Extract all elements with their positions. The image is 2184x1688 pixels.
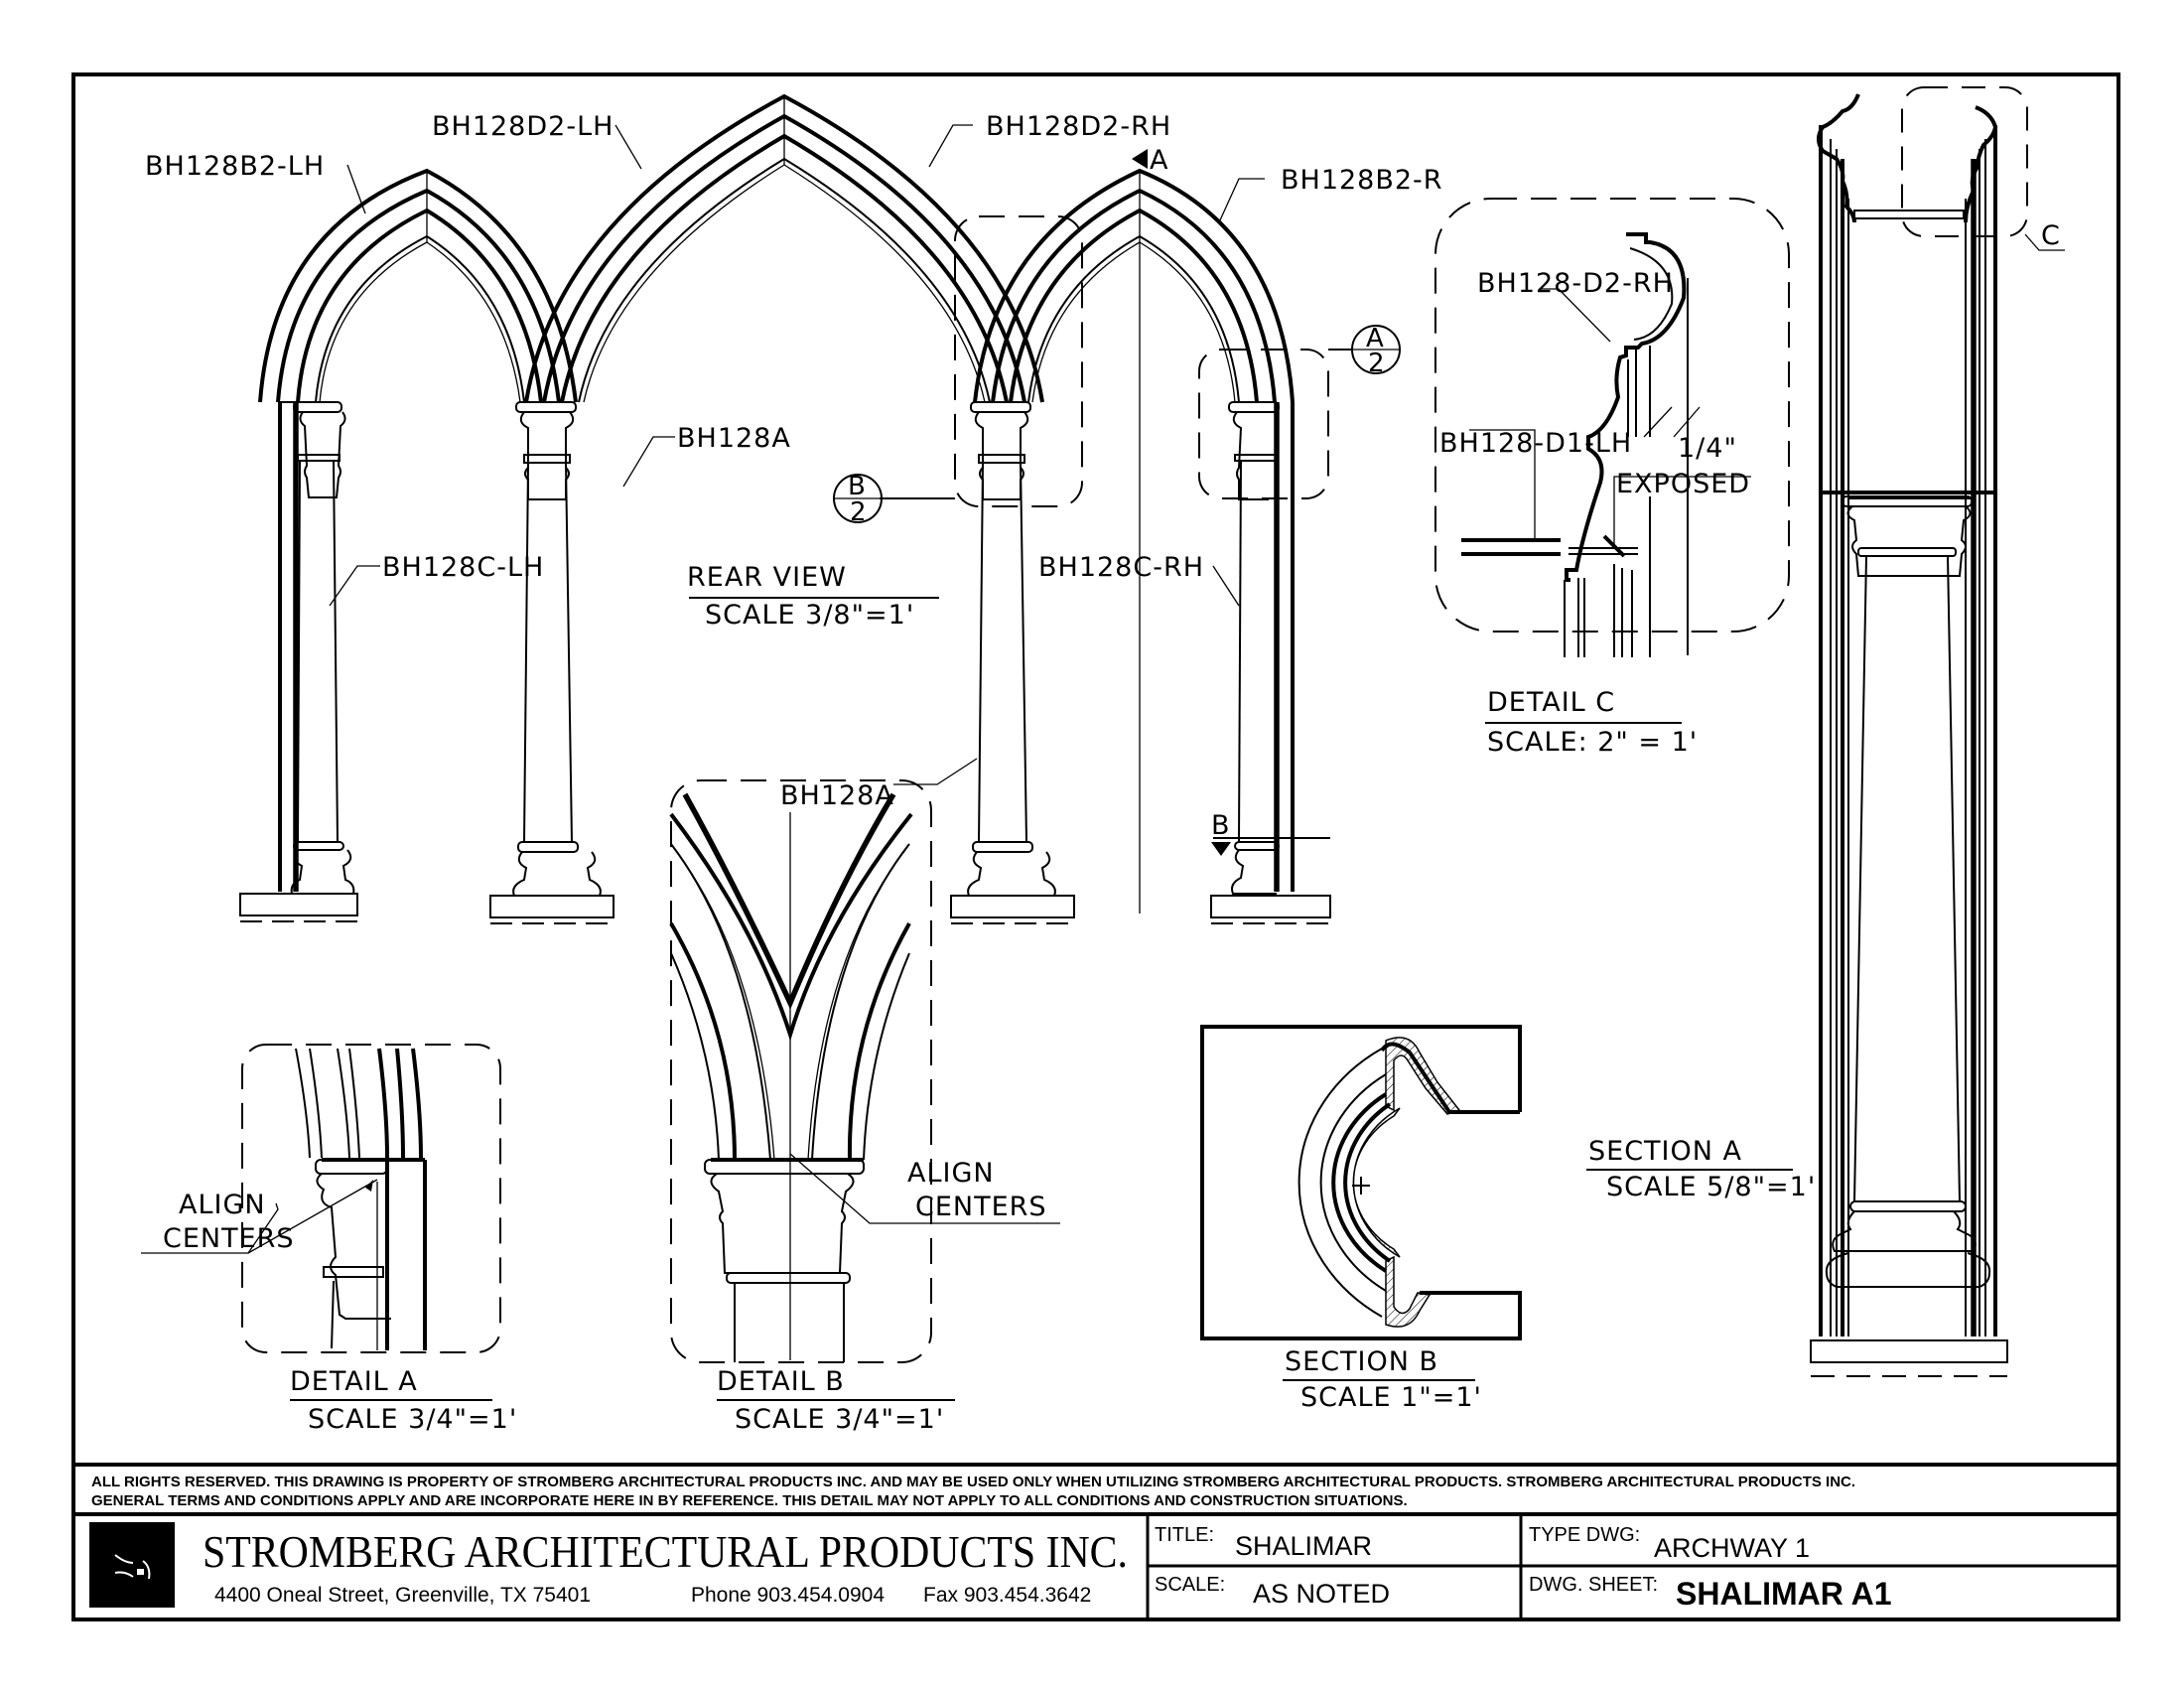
title-value: SHALIMAR [1235, 1531, 1372, 1561]
detail-c: BH128-D2-RH BH128-D1-LH 1/4" EXPOSED DET… [1434, 198, 1790, 758]
rear-view-scale: SCALE 3/8"=1' [705, 600, 914, 631]
callout-a2[interactable]: A 2 [1328, 324, 1401, 378]
stromberg-logo-icon [89, 1522, 175, 1608]
callout-b2-sheet: 2 [850, 497, 867, 527]
type-dwg-label: TYPE DWG: [1529, 1524, 1640, 1546]
section-a-scale: SCALE 5/8"=1' [1606, 1172, 1816, 1202]
section-a-title: SECTION A [1588, 1136, 1742, 1167]
leader-bh128c-lh [329, 565, 380, 607]
leader-bh128c-rh [1212, 565, 1240, 607]
rear-view-title: REAR VIEW [687, 562, 847, 593]
label-bh128c-lh: BH128C-LH [382, 552, 544, 583]
label-bh128d2-rh: BH128D2-RH [986, 111, 1171, 142]
right-jamb [1274, 402, 1295, 892]
label-bh128b2-r: BH128B2-R [1281, 165, 1443, 196]
detail-b-scale: SCALE 3/4"=1' [735, 1404, 944, 1435]
leader-bh128b2-lh [346, 164, 366, 214]
detail-b-note-line2: CENTERS [915, 1192, 1047, 1222]
company-address: 4400 Oneal Street, Greenville, TX 75401 [214, 1584, 591, 1607]
leader-bh128a-bottom [893, 758, 978, 785]
column-1 [239, 401, 358, 922]
detail-a-note-line2: CENTERS [163, 1223, 295, 1254]
column-3 [950, 401, 1075, 924]
detail-c-exposed-note: EXPOSED [1616, 469, 1750, 499]
callout-b2[interactable]: B 2 [833, 472, 955, 527]
detail-b: ALIGN CENTERS BH128A DETAIL B SCALE 3/4"… [669, 779, 1060, 1435]
title-block: ALL RIGHTS RESERVED. THIS DRAWING IS PRO… [73, 1463, 2118, 1619]
company-name: STROMBERG ARCHITECTURAL PRODUCTS INC. [203, 1526, 1128, 1577]
callout-b2-letter: B [848, 472, 866, 501]
detail-b-boundary [954, 215, 1083, 507]
leader-bh128d2-rh [928, 124, 973, 168]
section-b-arrow [1211, 842, 1231, 856]
scale-label: SCALE: [1155, 1574, 1225, 1596]
detail-a-title: DETAIL A [290, 1366, 418, 1397]
rear-view-elevation: A B A 2 B 2 [145, 93, 1443, 924]
section-b-title: SECTION B [1285, 1346, 1438, 1377]
column-2 [489, 401, 614, 924]
section-a-arrow [1132, 149, 1148, 169]
leader-bh128a [622, 436, 675, 488]
detail-a: ALIGN CENTERS DETAIL A SCALE 3/4"=1' [141, 1044, 517, 1435]
left-jamb [278, 401, 328, 892]
leader-bh128b2-r [1218, 178, 1265, 223]
title-label: TITLE: [1155, 1524, 1214, 1546]
detail-c-boundary [1901, 86, 2028, 237]
section-b-scale: SCALE 1"=1' [1300, 1382, 1482, 1413]
column-4 [1210, 401, 1331, 924]
label-bh128a: BH128A [677, 423, 791, 454]
label-bh128c-rh: BH128C-RH [1038, 552, 1204, 583]
detail-a-note-line1: ALIGN [179, 1190, 266, 1220]
right-arch [973, 168, 1295, 914]
leader-bh128d2-lh [614, 124, 642, 170]
center-arch [524, 93, 1044, 403]
dwg-sheet-value: SHALIMAR A1 [1676, 1576, 1891, 1612]
detail-c-title: DETAIL C [1487, 687, 1615, 718]
type-dwg-value: ARCHWAY 1 [1654, 1533, 1810, 1563]
left-arch [258, 168, 578, 403]
label-bh128-d2-rh: BH128-D2-RH [1477, 268, 1674, 299]
callout-a2-letter: A [1366, 324, 1384, 353]
dwg-sheet-label: DWG. SHEET: [1529, 1574, 1658, 1596]
company-fax: Fax 903.454.3642 [923, 1584, 1091, 1607]
callout-a2-sheet: 2 [1368, 349, 1385, 378]
detail-b-note-line1: ALIGN [907, 1158, 995, 1189]
scale-value: AS NOTED [1253, 1579, 1390, 1609]
disclaimer-line-1: ALL RIGHTS RESERVED. THIS DRAWING IS PRO… [91, 1474, 1855, 1490]
detail-c-marker: C [2041, 220, 2061, 251]
label-bh128b2-lh: BH128B2-LH [145, 151, 325, 182]
detail-b-title: DETAIL B [717, 1366, 845, 1397]
section-a: C SECTION A SCALE 5/8"=1' [1586, 86, 2065, 1377]
label-bh128a-bottom: BH128A [780, 780, 894, 811]
detail-a-scale: SCALE 3/4"=1' [308, 1404, 517, 1435]
section-b: SECTION B SCALE 1"=1' [1200, 1025, 1522, 1413]
label-bh128-d1-lh: BH128-D1-LH [1439, 428, 1632, 459]
sheet-border [71, 72, 2120, 1621]
detail-c-dimension: 1/4" [1678, 433, 1737, 464]
label-bh128d2-lh: BH128D2-LH [432, 111, 614, 142]
disclaimer-line-2: GENERAL TERMS AND CONDITIONS APPLY AND A… [91, 1492, 1408, 1509]
section-b-marker: B [1211, 810, 1231, 841]
section-a-marker: A [1150, 145, 1168, 176]
detail-a-boundary [1198, 349, 1329, 499]
company-phone: Phone 903.454.0904 [691, 1584, 885, 1607]
detail-c-scale: SCALE: 2" = 1' [1487, 727, 1698, 758]
